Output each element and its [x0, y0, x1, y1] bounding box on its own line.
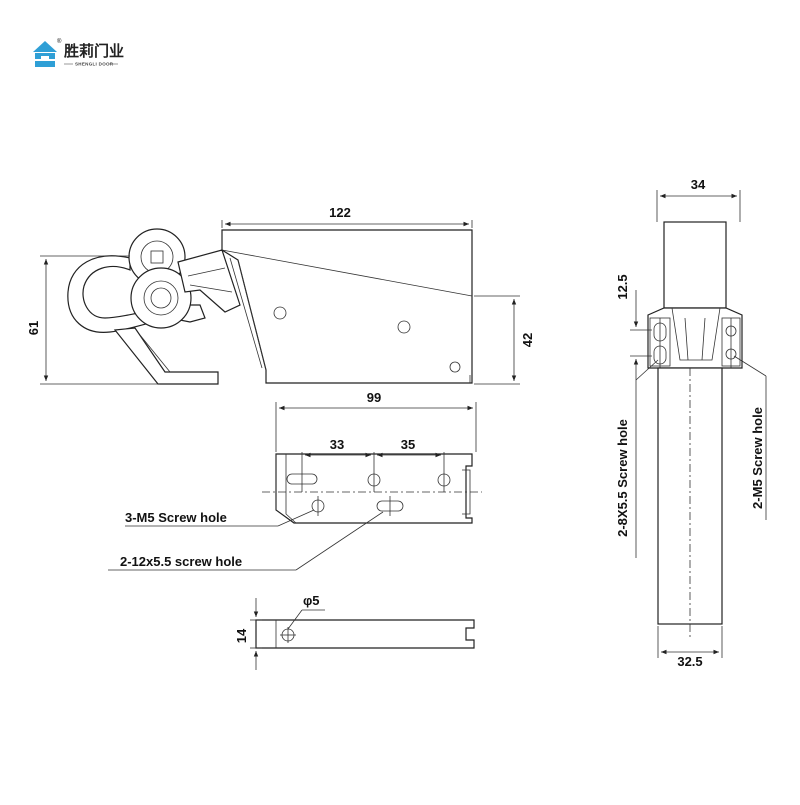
- strip-view: φ5: [255, 593, 475, 649]
- side-view: [67, 228, 473, 385]
- logo-english-name: SHENGLI DOOR: [75, 62, 114, 67]
- plate-view: [262, 453, 482, 524]
- dim-34-label: 34: [691, 177, 706, 192]
- dim-12-5-label: 12.5: [615, 274, 630, 299]
- dim-35-label: 35: [401, 437, 415, 452]
- dim-34: 34: [656, 177, 741, 222]
- dim-61: 61: [26, 255, 160, 385]
- brand-logo: 胜莉门业 ® SHENGLI DOOR: [33, 38, 124, 67]
- dim-33-35: 33 35: [301, 437, 445, 466]
- dim-32-5-label: 32.5: [677, 654, 702, 669]
- dim-122: 122: [221, 205, 473, 228]
- house-icon: [33, 41, 57, 67]
- dim-42: 42: [474, 295, 535, 385]
- callout-m5-screw-hole: 3-M5 Screw hole: [125, 509, 315, 527]
- dim-99-label: 99: [367, 390, 381, 405]
- dim-99: 99: [275, 390, 477, 452]
- dim-phi5-label: φ5: [303, 593, 320, 608]
- callout-slot-screw-hole: 2-12x5.5 screw hole: [108, 511, 384, 571]
- dim-42-label: 42: [520, 333, 535, 347]
- registered-mark: ®: [57, 38, 62, 45]
- dim-12-5: 12.5: [615, 274, 652, 380]
- dim-32-5: 32.5: [657, 626, 723, 669]
- callout-slot-label: 2-12x5.5 screw hole: [120, 554, 242, 569]
- dim-14-label: 14: [234, 628, 249, 643]
- dim-33-label: 33: [330, 437, 344, 452]
- front-view: [647, 221, 743, 640]
- callout-m5-right-label: 2-M5 Screw hole: [750, 407, 765, 509]
- callout-8x5-5-label: 2-8X5.5 Screw hole: [615, 419, 630, 537]
- callout-m5-right-screw-hole: 2-M5 Screw hole: [733, 355, 767, 520]
- dim-14: 14: [234, 598, 262, 670]
- callout-m5-label: 3-M5 Screw hole: [125, 510, 227, 525]
- callout-8x5-5-screw-hole: 2-8X5.5 Screw hole: [615, 359, 659, 558]
- dim-61-label: 61: [26, 321, 41, 335]
- logo-chinese-name: 胜莉门业: [64, 42, 124, 60]
- dim-122-label: 122: [329, 205, 351, 220]
